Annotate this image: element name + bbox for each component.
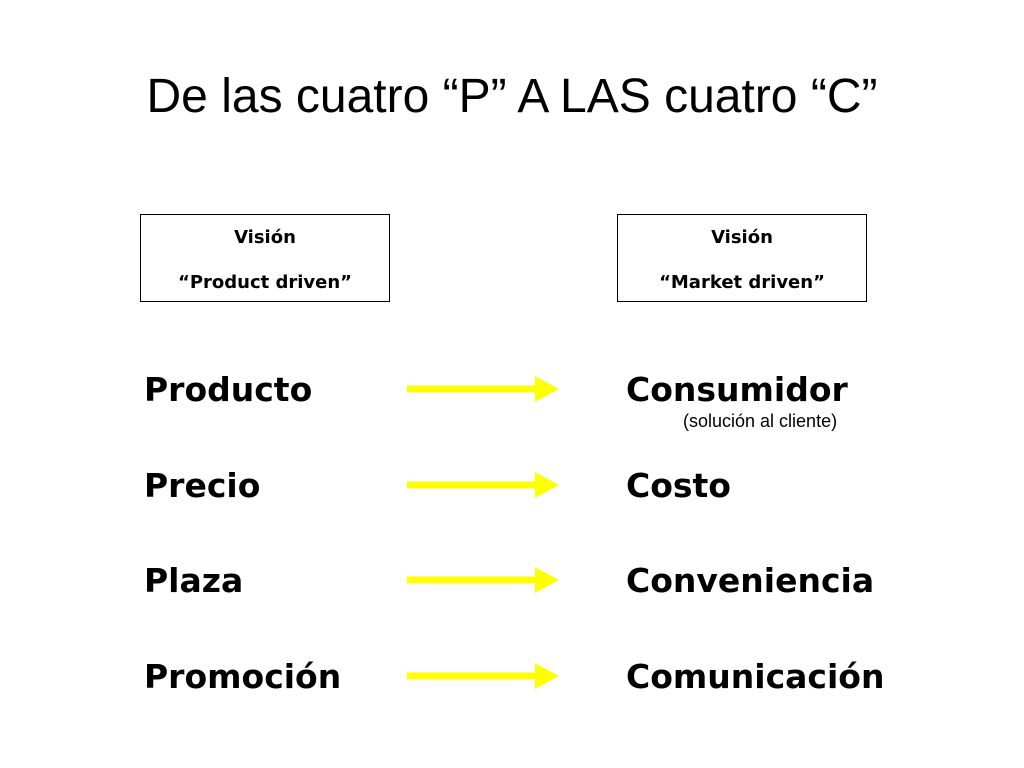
right-arrow-icon (407, 376, 559, 402)
vision-subtitle: “Market driven” (659, 272, 825, 293)
mapping-row-producto: Producto Consumidor (solución al cliente… (0, 368, 1024, 431)
mapping-row-precio: Precio Costo (0, 464, 1024, 524)
p-label: Producto (144, 370, 313, 409)
c-label: Consumidor (626, 370, 848, 409)
right-arrow-icon (407, 663, 559, 689)
mapping-row-promocion: Promoción Comunicación (0, 655, 1024, 715)
right-arrow-icon (407, 567, 559, 593)
p-label: Plaza (144, 561, 244, 600)
c-label: Comunicación (626, 657, 885, 696)
c-label: Costo (626, 466, 731, 505)
slide-title: De las cuatro “P” A LAS cuatro “C” (146, 70, 878, 123)
vision-box-market-driven: Visión “Market driven” (617, 214, 867, 302)
vision-heading: Visión (234, 227, 296, 248)
vision-box-product-driven: Visión “Product driven” (140, 214, 390, 302)
c-label: Conveniencia (626, 561, 875, 600)
right-arrow-icon (407, 472, 559, 498)
vision-subtitle: “Product driven” (177, 272, 353, 293)
p-label: Promoción (144, 657, 342, 696)
p-label: Precio (144, 466, 261, 505)
vision-heading: Visión (711, 227, 773, 248)
c-note: (solución al cliente) (683, 411, 838, 431)
mapping-row-plaza: Plaza Conveniencia (0, 559, 1024, 619)
